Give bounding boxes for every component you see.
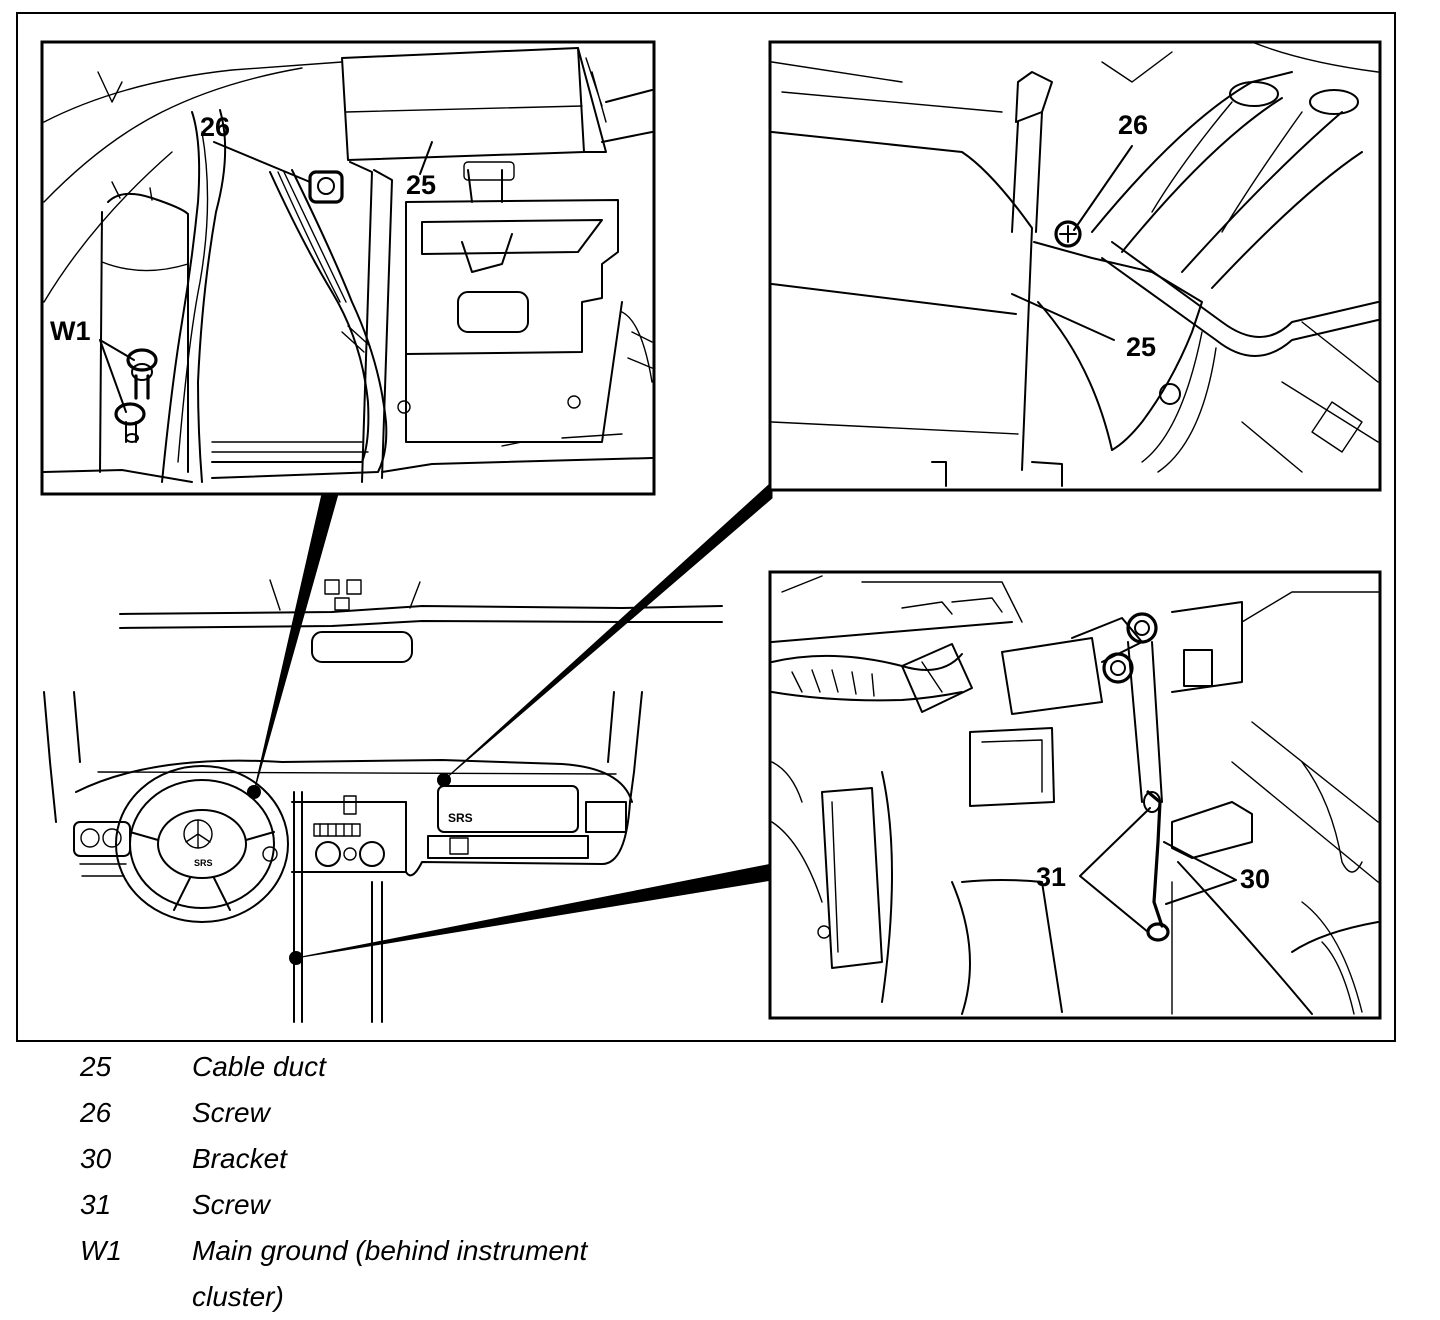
callout-25: 25	[1126, 332, 1156, 362]
callout-w1: W1	[50, 316, 91, 346]
leader-to-panel-c	[295, 863, 773, 959]
legend-key: 31	[80, 1189, 112, 1220]
legend-row: 25 Cable duct	[80, 1044, 780, 1090]
legend-key: 30	[80, 1143, 112, 1174]
legend-description: Main ground (behind instrument	[192, 1235, 588, 1266]
legend-key: 26	[80, 1097, 112, 1128]
detail-panel-left: 26 25 W1	[40, 40, 656, 496]
callout-31: 31	[1036, 862, 1066, 892]
detail-panel-right-bottom: 31 30	[768, 570, 1382, 1020]
callout-26: 26	[200, 112, 230, 142]
detail-panel-right-top: 26 25	[768, 40, 1382, 492]
legend-row: 31 Screw	[80, 1182, 780, 1228]
legend-description: Screw	[192, 1097, 270, 1128]
legend-description: Bracket	[192, 1143, 287, 1174]
legend: 25 Cable duct 26 Screw 30 Bracket 31 Scr…	[80, 1044, 780, 1320]
diagram-svg: SRS SRS	[40, 40, 1382, 1023]
diagram-figure: SRS SRS	[16, 12, 1396, 1042]
legend-key: W1	[80, 1235, 122, 1266]
leader-to-panel-a	[253, 493, 339, 793]
legend-row: W1 Main ground (behind instrument	[80, 1228, 780, 1274]
callout-30: 30	[1240, 864, 1270, 894]
leader-to-panel-b	[443, 480, 773, 781]
legend-key: 25	[80, 1051, 112, 1082]
legend-row: 30 Bracket	[80, 1136, 780, 1182]
legend-row-continuation: cluster)	[80, 1274, 780, 1320]
dashboard-overview: SRS SRS	[43, 579, 723, 1023]
airbag-badge: SRS	[194, 858, 213, 868]
srs-label: SRS	[448, 811, 473, 825]
callout-26: 26	[1118, 110, 1148, 140]
legend-description: Cable duct	[192, 1051, 326, 1082]
legend-row: 26 Screw	[80, 1090, 780, 1136]
legend-description-continued: cluster)	[192, 1281, 284, 1312]
callout-25: 25	[406, 170, 436, 200]
legend-description: Screw	[192, 1189, 270, 1220]
